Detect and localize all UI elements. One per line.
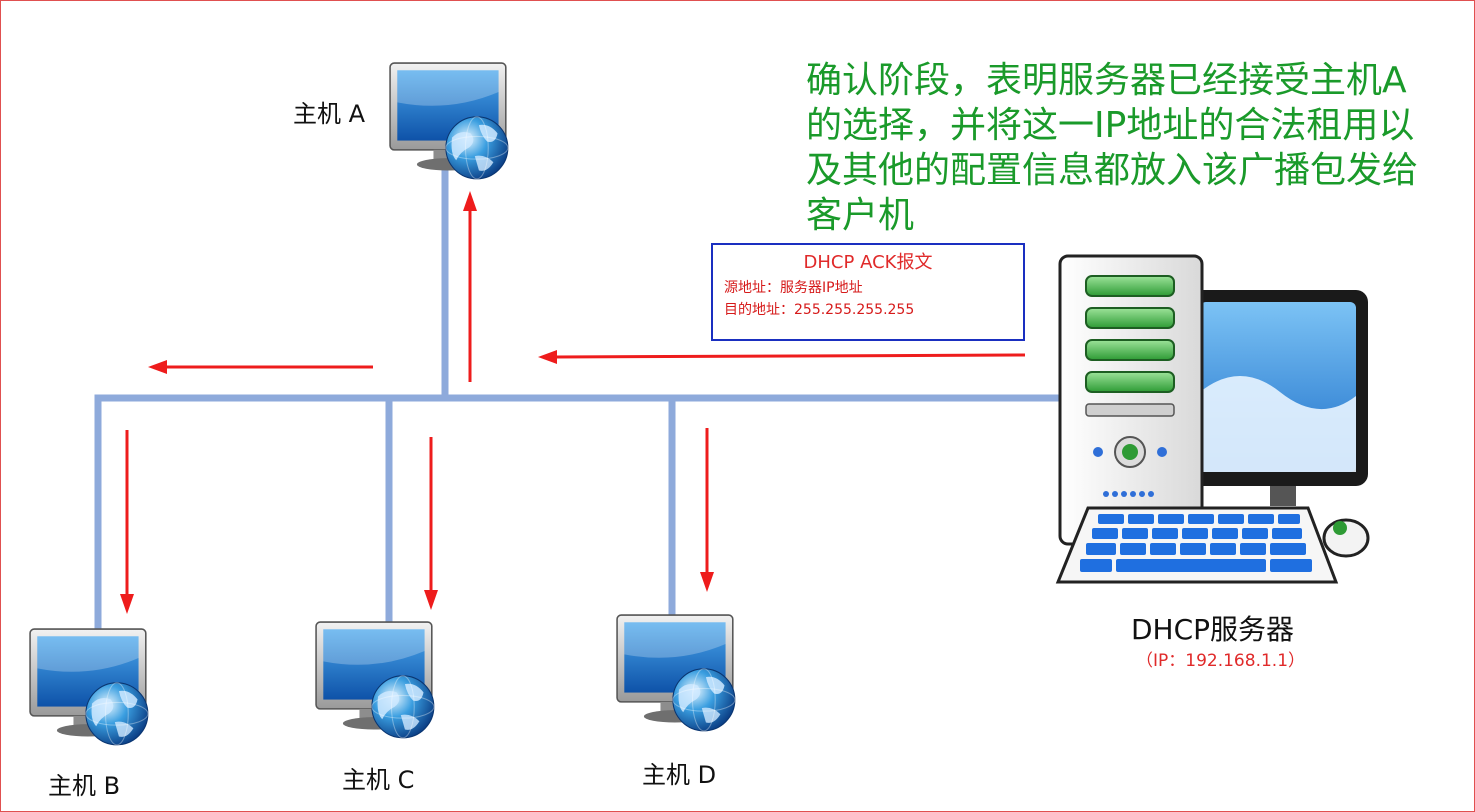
- arrow-to-left: [148, 360, 373, 374]
- arrow-to-host-a: [463, 191, 477, 382]
- host-a-computer-icon: [389, 62, 509, 180]
- host-c-computer-icon: [315, 621, 435, 739]
- packet-source-address: 源地址：服务器IP地址: [724, 280, 863, 296]
- broadcast-arrows: [120, 191, 1026, 614]
- host-b-label: 主机 B: [48, 772, 121, 800]
- host-d-label: 主机 D: [642, 761, 717, 789]
- dhcp-server-icon: [1055, 254, 1370, 584]
- host-d-computer-icon: [616, 614, 736, 732]
- dhcp-ack-packet-box: DHCP ACK报文 源地址：服务器IP地址 目的地址：255.255.255.…: [711, 243, 1025, 341]
- host-b-computer-icon: [29, 628, 149, 746]
- packet-destination-address: 目的地址：255.255.255.255: [724, 302, 915, 318]
- server-ip-label: （IP：192.168.1.1）: [1136, 651, 1306, 671]
- arrow-to-host-b: [120, 430, 134, 614]
- arrow-to-host-d: [700, 428, 714, 592]
- host-a-label: 主机 A: [293, 100, 366, 128]
- server-name-label: DHCP服务器: [1131, 613, 1295, 646]
- packet-title: DHCP ACK报文: [803, 252, 933, 273]
- arrow-to-host-c: [424, 437, 438, 610]
- network-bus: [94, 161, 1062, 634]
- arrow-from-server: [538, 350, 1026, 364]
- confirmation-note: 确认阶段，表明服务器已经接受主机A 的选择，并将这一IP地址的合法租用以 及其他…: [806, 60, 1419, 236]
- host-c-label: 主机 C: [342, 766, 415, 794]
